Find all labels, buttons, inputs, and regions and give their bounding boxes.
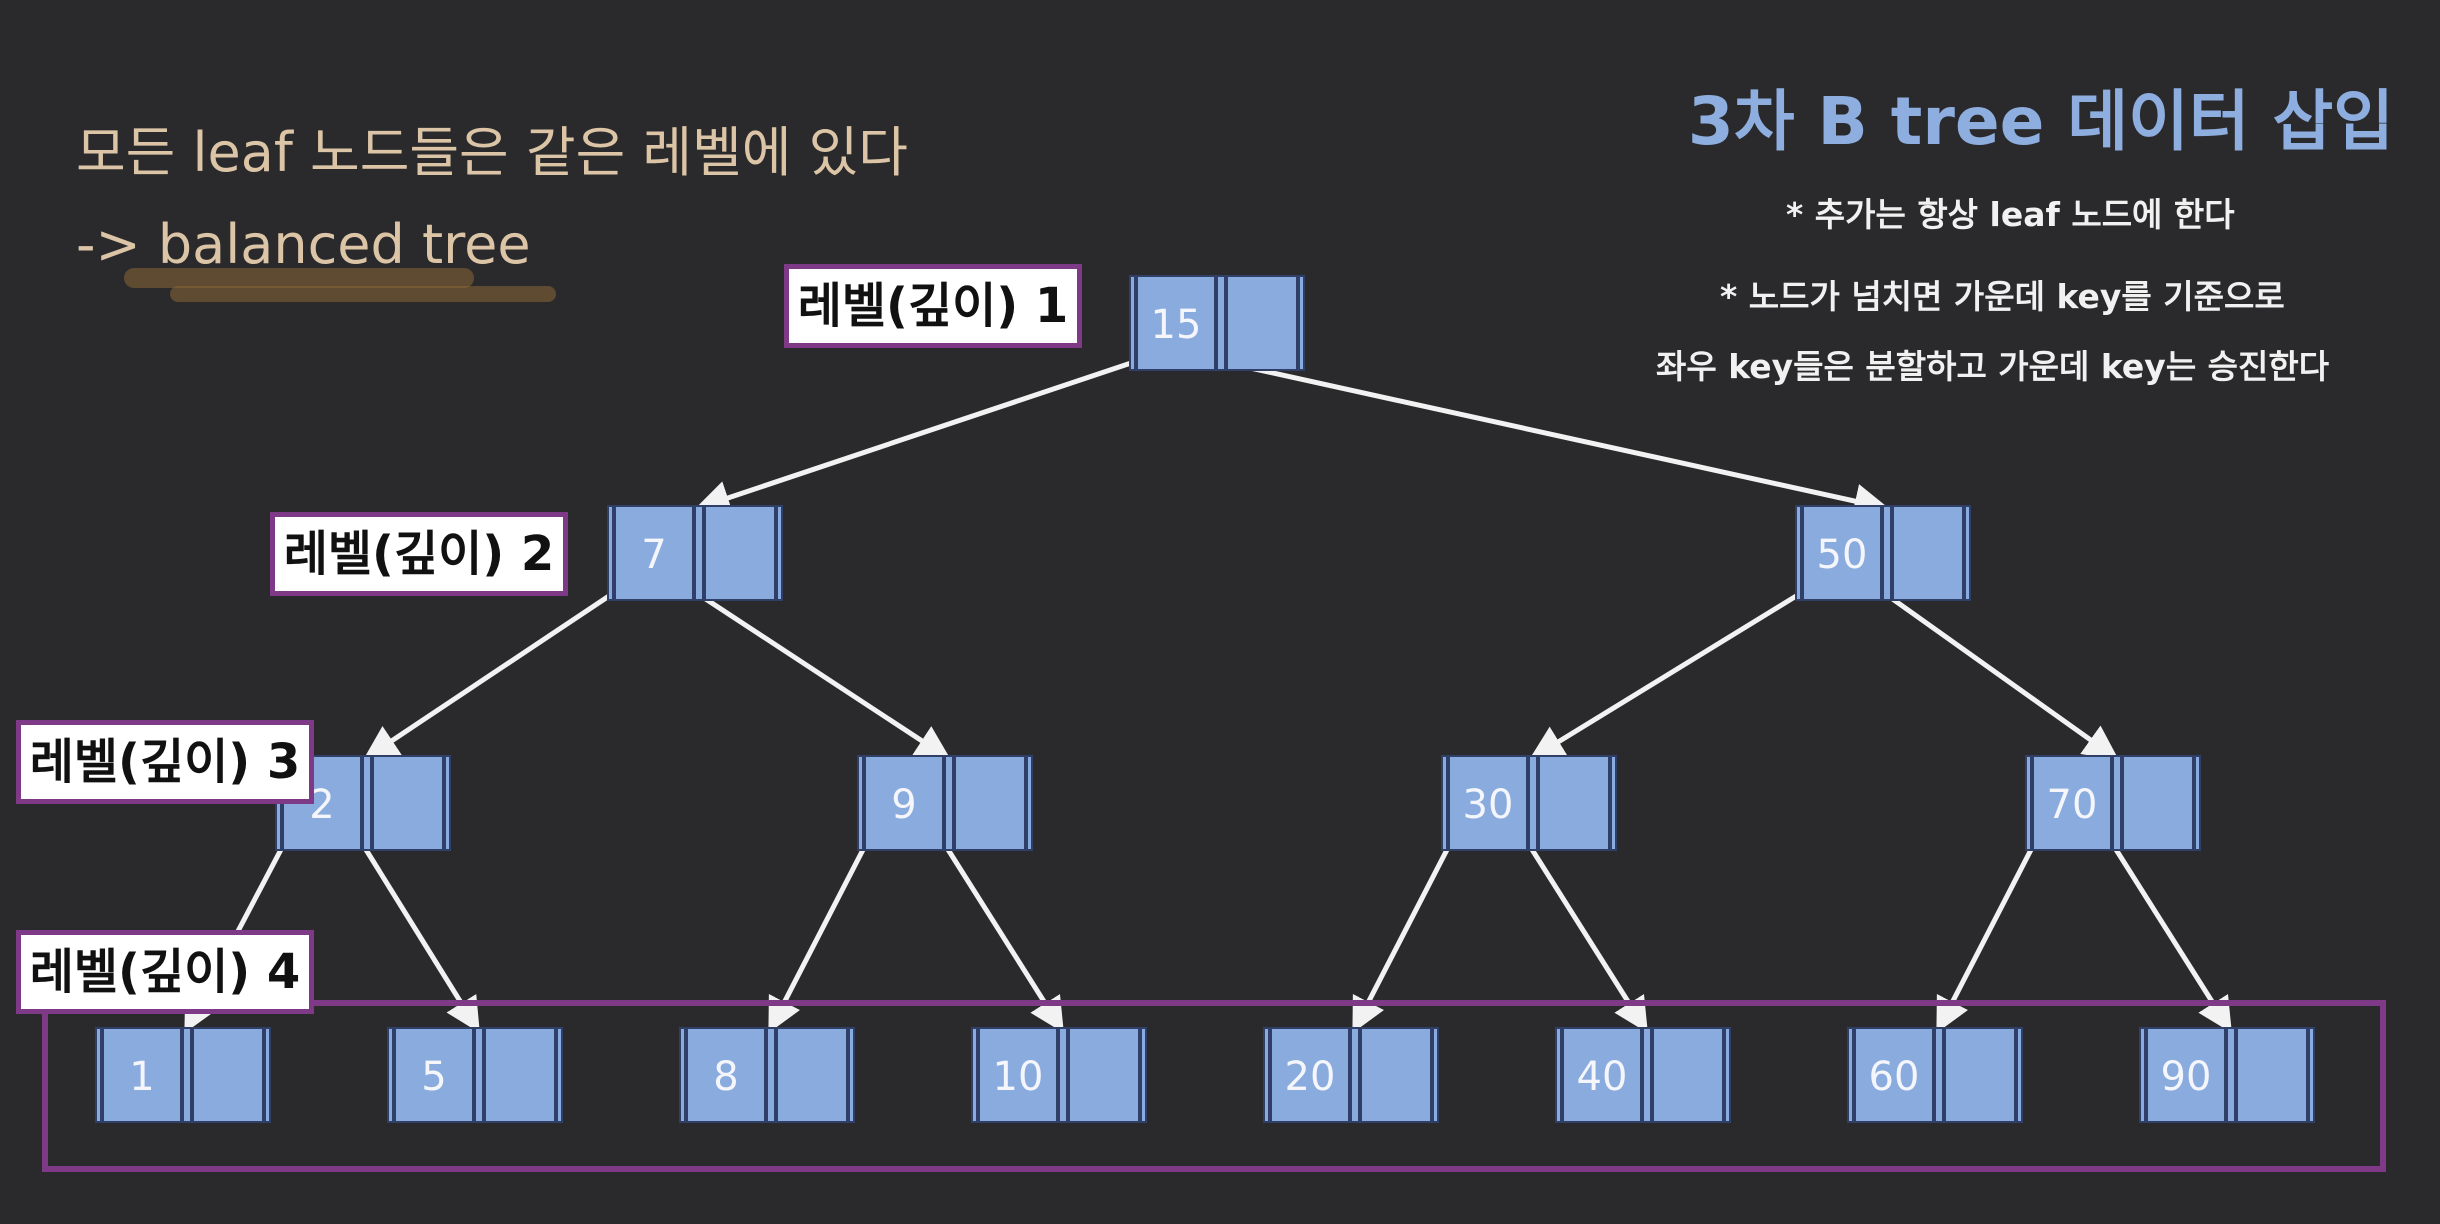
node-leaf-60-key: 60 [1869,1054,1920,1100]
rule-2: * 노드가 넘치면 가운데 key를 기준으로 [1720,277,2285,316]
edge-l3-2-left [1351,838,1455,1034]
node-level3-9-key: 9 [891,782,916,828]
node-leaf-20: 20 [1263,1027,1439,1123]
node-level3-9: 9 [857,755,1033,851]
edge-l3-2-right [1523,838,1649,1033]
node-leaf-20-key: 20 [1285,1054,1336,1100]
node-level2-7-key: 7 [641,532,666,578]
rule-3: 좌우 key들은 분할하고 가운데 key는 승진한다 [1656,347,2330,386]
edge-l2-1-right [1878,587,2119,761]
edge-l2-0-left [363,587,620,761]
slide-title: 3차 B tree 데이터 삽입 [1687,83,2394,160]
node-leaf-40: 40 [1555,1027,1731,1123]
node-leaf-8: 8 [679,1027,855,1123]
leaf-level-note: 모든 leaf 노드들은 같은 레벨에 있다 [76,121,908,184]
level-label-4: 레벨(깊이) 4 [16,930,314,1014]
node-level3-30: 30 [1441,755,1617,851]
edge-root-right [1213,357,1890,519]
level-label-1: 레벨(깊이) 1 [784,264,1082,348]
underline-highlight [124,268,474,288]
edge-l3-1-left [767,838,871,1034]
node-leaf-1: 1 [95,1027,271,1123]
edge-l2-0-right [690,587,951,761]
level-label-3: 레벨(깊이) 3 [16,720,314,804]
node-level2-50-key: 50 [1817,532,1868,578]
edge-l2-1-left [1529,587,1808,761]
leaf-level-frame [42,1000,2386,1172]
edge-l3-3-right [2107,838,2233,1033]
node-leaf-8-key: 8 [713,1054,738,1100]
node-leaf-1-key: 1 [129,1054,154,1100]
node-level3-70-key: 70 [2047,782,2098,828]
node-root-key: 15 [1151,302,1202,348]
node-level2-7: 7 [607,505,783,601]
node-leaf-90-key: 90 [2161,1054,2212,1100]
edge-l3-1-right [939,838,1065,1033]
node-level3-70: 70 [2025,755,2201,851]
node-level2-50: 50 [1795,505,1971,601]
node-leaf-10-key: 10 [993,1054,1044,1100]
node-level3-30-key: 30 [1463,782,1514,828]
edge-l3-3-left [1935,838,2039,1034]
node-leaf-40-key: 40 [1577,1054,1628,1100]
node-root: 15 [1129,275,1305,371]
balanced-tree-note: -> balanced tree [76,213,531,276]
edge-root-left [694,357,1141,515]
underline-highlight-2 [170,286,556,302]
rule-1: * 추가는 항상 leaf 노드에 한다 [1786,195,2235,234]
node-leaf-10: 10 [971,1027,1147,1123]
node-leaf-60: 60 [1847,1027,2023,1123]
node-leaf-5: 5 [387,1027,563,1123]
level-label-2: 레벨(깊이) 2 [270,512,568,596]
edge-l3-0-right [357,838,481,1033]
node-leaf-5-key: 5 [421,1054,446,1100]
node-leaf-90: 90 [2139,1027,2315,1123]
